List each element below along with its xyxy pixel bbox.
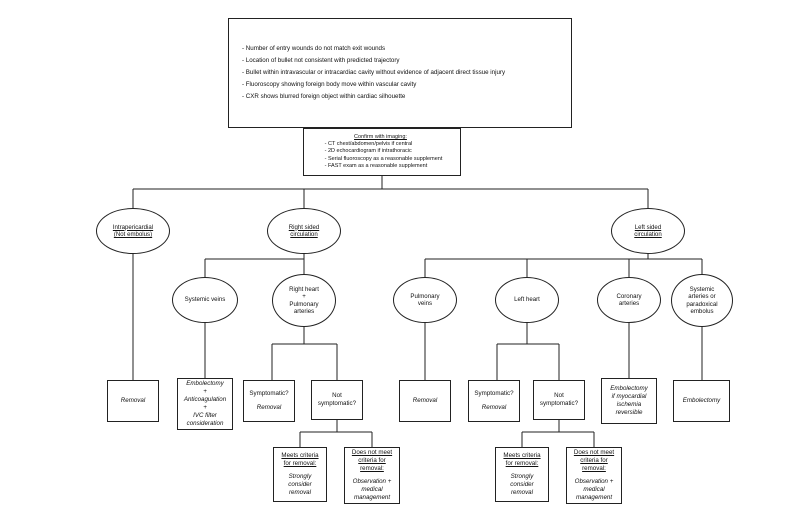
- node-label-line1: Right heart: [289, 285, 319, 293]
- terminal-intrapericardial-removal[interactable]: Removal: [107, 380, 159, 422]
- imaging-bullet: - FAST exam as a reasonable supplement: [324, 162, 428, 169]
- outcome-header-line3: removal:: [582, 464, 606, 472]
- outcome-body-line1: Strongly: [510, 472, 534, 480]
- outcome-body-line3: removal: [288, 489, 311, 497]
- imaging-header: Confirm with imaging:: [354, 133, 407, 140]
- outcome-header-line1: Does not meet: [573, 448, 615, 456]
- question-label: Symptomatic?: [249, 390, 289, 398]
- node-coronary-arteries[interactable]: Coronary arteries: [597, 277, 661, 323]
- node-systemic-veins[interactable]: Systemic veins: [172, 277, 238, 323]
- outcome-body-line2: consider: [510, 481, 534, 489]
- node-label-line2: (Not embolus): [113, 231, 153, 238]
- question-line2: symptomatic?: [539, 400, 579, 407]
- outcome-body-line3: management: [353, 494, 391, 502]
- imaging-bullet: - CT chest/abdomen/pelvis if central: [324, 141, 413, 148]
- outcome-right-not-meets-criteria[interactable]: Does not meet criteria for removal: Obse…: [344, 447, 400, 504]
- node-right-heart-pulmonary-arteries[interactable]: Right heart + Pulmonary arteries: [272, 274, 336, 327]
- node-label-line1: Systemic: [689, 285, 715, 293]
- outcome-header-line3: removal:: [360, 464, 384, 472]
- node-label-line4: arteries: [293, 307, 315, 315]
- outcome-left-not-meets-criteria[interactable]: Does not meet criteria for removal: Obse…: [566, 447, 622, 504]
- terminal-left-not-symptomatic[interactable]: Not symptomatic?: [533, 380, 585, 420]
- node-label-line4: embolus: [690, 307, 714, 315]
- node-right-sided-circulation[interactable]: Right sided circulation: [267, 208, 341, 254]
- terminal-line4: reversible: [615, 409, 643, 417]
- node-pulmonary-veins[interactable]: Pulmonary veins: [393, 277, 457, 323]
- criteria-bullet: - Fluoroscopy showing foreign body move …: [242, 80, 417, 88]
- node-label-line2: arteries or: [688, 293, 716, 301]
- terminal-line3: ischemia: [616, 401, 642, 408]
- terminal-coronary-treatment[interactable]: Embolectomy if myocardial ischemia rever…: [601, 378, 657, 424]
- terminal-line6: consideration: [186, 420, 224, 428]
- outcome-body-line1: Observation +: [352, 478, 392, 485]
- outcome-body-line3: removal: [510, 489, 533, 497]
- outcome-header-line2: criteria for: [358, 456, 386, 464]
- node-left-heart[interactable]: Left heart: [495, 277, 559, 323]
- outcome-header-line2: for removal:: [283, 459, 317, 467]
- node-label-line1: Pulmonary: [410, 292, 440, 300]
- terminal-line4: +: [203, 404, 207, 411]
- outcome-header-line1: Meets criteria: [281, 451, 319, 459]
- terminal-pulmonary-veins-removal[interactable]: Removal: [399, 380, 451, 422]
- question-line1: Not: [332, 391, 342, 399]
- node-left-sided-circulation[interactable]: Left sided circulation: [611, 208, 685, 254]
- terminal-right-symptomatic[interactable]: Symptomatic? Removal: [243, 380, 295, 422]
- node-label-line3: paradoxical: [686, 300, 718, 308]
- node-label-line2: +: [302, 293, 306, 301]
- node-label-line1: Right sided: [288, 223, 320, 231]
- action-label: Removal: [481, 403, 507, 411]
- terminal-line1: Embolectomy: [610, 384, 648, 392]
- outcome-body-line2: medical: [361, 486, 383, 494]
- question-line1: Not: [554, 391, 564, 399]
- outcome-header-line1: Does not meet: [351, 448, 393, 456]
- question-label: Symptomatic?: [474, 390, 514, 398]
- outcome-right-meets-criteria[interactable]: Meets criteria for removal: Strongly con…: [273, 447, 327, 502]
- terminal-line1: Embolectomy: [682, 396, 721, 404]
- node-label-line2: arteries: [618, 300, 640, 307]
- criteria-bullet: - Bullet within intravascular or intraca…: [242, 68, 506, 76]
- node-label-line2: circulation: [634, 231, 662, 238]
- outcome-left-meets-criteria[interactable]: Meets criteria for removal: Strongly con…: [495, 447, 549, 502]
- criteria-bullet: - CXR shows blurred foreign object withi…: [242, 92, 406, 100]
- node-label-line1: Intrapericardial: [112, 223, 154, 231]
- node-label-line2: veins: [417, 300, 433, 307]
- terminal-systemic-arteries-embolectomy[interactable]: Embolectomy: [673, 380, 730, 422]
- node-label-line3: Pulmonary: [289, 300, 319, 308]
- criteria-bullet: - Number of entry wounds do not match ex…: [242, 44, 386, 52]
- action-label: Removal: [256, 403, 282, 411]
- outcome-header-line2: for removal:: [505, 459, 539, 467]
- terminal-left-symptomatic[interactable]: Symptomatic? Removal: [468, 380, 520, 422]
- imaging-bullet: - 2D echocardiogram if intrathoracic: [324, 148, 412, 155]
- suspicion-criteria-box: - Number of entry wounds do not match ex…: [228, 18, 572, 128]
- outcome-body-line3: management: [575, 494, 613, 502]
- outcome-header-line1: Meets criteria: [503, 451, 541, 459]
- terminal-right-not-symptomatic[interactable]: Not symptomatic?: [311, 380, 363, 420]
- outcome-body-line2: consider: [288, 481, 312, 489]
- node-intrapericardial[interactable]: Intrapericardial (Not embolus): [96, 208, 170, 254]
- confirm-with-imaging-box: Confirm with imaging: - CT chest/abdomen…: [303, 128, 461, 176]
- node-label-line1: Systemic veins: [184, 296, 226, 304]
- criteria-bullet: - Location of bullet not consistent with…: [242, 56, 400, 64]
- imaging-bullet: - Serial fluoroscopy as a reasonable sup…: [324, 155, 443, 162]
- outcome-body-line1: Strongly: [288, 472, 312, 480]
- terminal-line1: Removal: [412, 396, 438, 404]
- terminal-line1: Embolectomy: [186, 379, 224, 387]
- terminal-systemic-veins-treatment[interactable]: Embolectomy + Anticoagulation + IVC filt…: [177, 378, 233, 430]
- question-line2: symptomatic?: [317, 400, 357, 407]
- node-label-line1: Left heart: [514, 296, 540, 304]
- node-systemic-arteries-paradoxical-embolus[interactable]: Systemic arteries or paradoxical embolus: [671, 274, 733, 327]
- outcome-body-line1: Observation +: [574, 478, 614, 485]
- terminal-line5: IVC filter: [193, 412, 217, 420]
- terminal-line1: Removal: [120, 396, 146, 404]
- terminal-line2: +: [203, 387, 207, 395]
- node-label-line2: circulation: [290, 231, 318, 238]
- outcome-body-line2: medical: [583, 486, 605, 494]
- outcome-header-line2: criteria for: [580, 456, 608, 464]
- terminal-line3: Anticoagulation: [183, 395, 227, 403]
- node-label-line1: Coronary: [616, 292, 642, 300]
- terminal-line2: if myocardial: [611, 392, 647, 400]
- node-label-line1: Left sided: [634, 223, 662, 231]
